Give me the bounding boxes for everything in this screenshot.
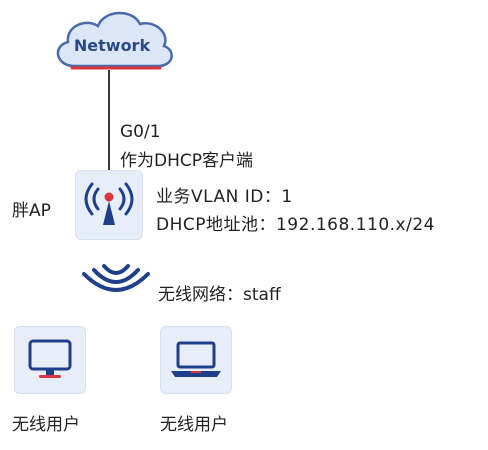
ap-label: 胖AP: [12, 201, 51, 221]
ssid-text: 无线网络：staff: [158, 285, 281, 305]
uplink-role-label: 作为DHCP客户端: [120, 151, 253, 171]
laptop-icon: [160, 326, 232, 394]
access-point-icon: [75, 170, 143, 240]
client-label: 无线用户: [160, 415, 228, 435]
network-cloud-icon: [44, 4, 180, 74]
dhcp-pool-text: DHCP地址池：192.168.110.x/24: [156, 215, 435, 235]
uplink-connection-line: [108, 70, 110, 176]
network-cloud-label: Network: [73, 36, 151, 55]
uplink-port-label: G0/1: [120, 122, 161, 142]
client-label: 无线用户: [12, 415, 80, 435]
wifi-signal-icon: [76, 260, 156, 306]
desktop-monitor-icon: [14, 326, 86, 394]
vlan-id-text: 业务VLAN ID：1: [156, 187, 293, 207]
